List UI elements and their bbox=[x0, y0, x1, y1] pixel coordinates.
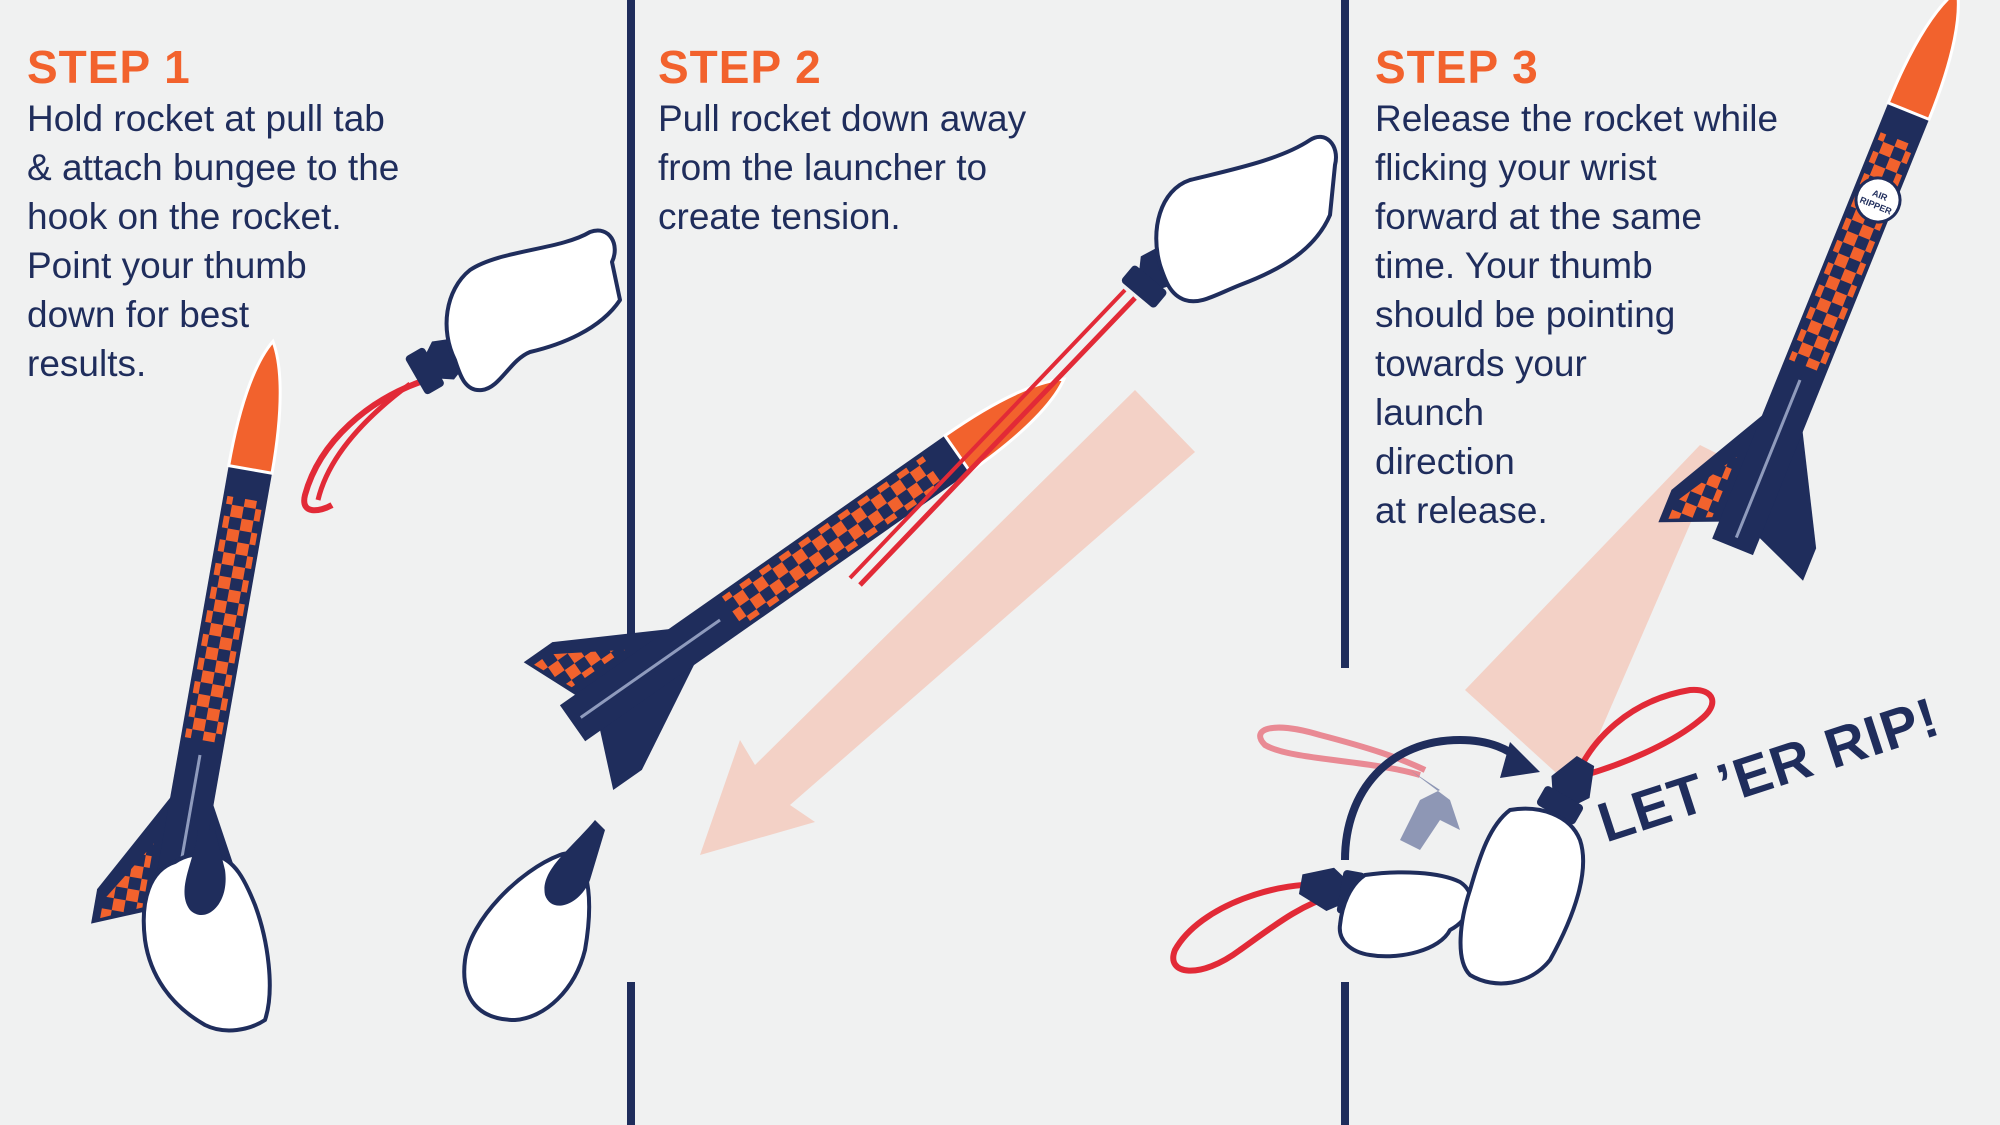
step-3-line: forward at the same bbox=[1375, 196, 1702, 237]
step-1-instructions: Hold rocket at pull tab & attach bungee … bbox=[27, 94, 399, 388]
step-1-line: Hold rocket at pull tab bbox=[27, 98, 385, 139]
step-3-launch-beam bbox=[1465, 445, 1720, 790]
divider-1-bottom bbox=[627, 982, 635, 1125]
step-3-rocket-badge: AIR RIPPER bbox=[1854, 176, 1902, 224]
step-3-hand-left-icon bbox=[1337, 870, 1473, 959]
step-1-line: hook on the rocket. bbox=[27, 196, 342, 237]
step-2-line: Pull rocket down away bbox=[658, 98, 1027, 139]
divider-1 bbox=[627, 0, 635, 665]
step-3-line: should be pointing bbox=[1375, 294, 1676, 335]
step-3-line: launch bbox=[1375, 392, 1485, 433]
step-3-instructions: Release the rocket while flicking your w… bbox=[1375, 94, 1778, 535]
step-3-line: direction bbox=[1375, 441, 1515, 482]
step-3-bungee-right bbox=[1572, 686, 1716, 782]
step-2-line: create tension. bbox=[658, 196, 901, 237]
step-2-top-hand-icon bbox=[1154, 134, 1338, 304]
step-2-line: from the launcher to bbox=[658, 147, 988, 188]
divider-2 bbox=[1341, 0, 1349, 668]
step-3-line: at release. bbox=[1375, 490, 1548, 531]
step-1-line: & attach bungee to the bbox=[27, 147, 400, 188]
step-1-line: results. bbox=[27, 343, 147, 384]
step-2-instructions: Pull rocket down away from the launcher … bbox=[658, 94, 1026, 241]
step-1-top-hand-icon bbox=[444, 228, 622, 393]
step-1-line: down for best bbox=[27, 294, 250, 335]
step-1-bungee bbox=[301, 379, 422, 514]
step-1-line: Point your thumb bbox=[27, 245, 307, 286]
step-3-ghost-bungee bbox=[1257, 724, 1427, 778]
step-3-bungee-left bbox=[1170, 881, 1336, 974]
step-3-line: Release the rocket while bbox=[1375, 98, 1779, 139]
step-3-rocket bbox=[1656, 0, 2000, 583]
step-3-hand-right-icon bbox=[1458, 806, 1586, 986]
step-3-line: flicking your wrist bbox=[1375, 147, 1657, 188]
step-3-rotation-arrow-icon bbox=[1341, 735, 1523, 861]
step-3-line: towards your bbox=[1375, 343, 1587, 384]
step-1-title: STEP 1 bbox=[27, 41, 191, 93]
step-3-title: STEP 3 bbox=[1375, 41, 1539, 93]
step-2-motion-arrow bbox=[700, 390, 1195, 855]
divider-2-bottom bbox=[1341, 982, 1349, 1125]
step-3-line: time. Your thumb bbox=[1375, 245, 1653, 286]
step-2-bungee bbox=[858, 296, 1137, 587]
step-2-title: STEP 2 bbox=[658, 41, 822, 93]
